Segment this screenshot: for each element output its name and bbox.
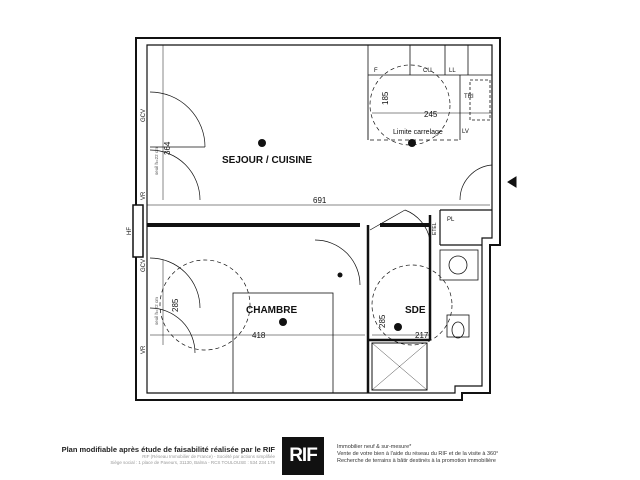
dim-sde-depth: 285: [378, 314, 387, 328]
pl-label: PL: [447, 217, 455, 223]
dim-kitchen-depth: 185: [381, 91, 390, 105]
dim-chambre-width: 418: [252, 331, 266, 340]
dim-kitchen-width: 245: [424, 110, 438, 119]
light-icon: [394, 323, 402, 331]
footer-right-line2: Vente de votre bien à l'aide du réseau d…: [337, 451, 499, 457]
tri-label: TRI: [464, 94, 474, 100]
footer-line1: RIF (Réseau Immobilier de France) - Soci…: [142, 454, 275, 459]
fridge-label: F: [374, 68, 378, 74]
footer-line2: Siège social : 1 place de Paveurs, 31130…: [110, 460, 275, 465]
footer-right: Immobilier neuf & sur-mesure* Vente de v…: [337, 444, 498, 465]
limite-carrelage-label: Limite carrelage: [393, 129, 443, 136]
seuil-label: seuil h=22 cm: [154, 297, 159, 325]
dim-sde-width: 217: [415, 331, 429, 340]
light-icon: [408, 139, 416, 147]
gcv-label: GCV: [141, 259, 147, 272]
footer-right-line1: Immobilier neuf & sur-mesure*: [337, 444, 412, 450]
light-icon: [337, 272, 343, 278]
hf-label: HF: [127, 227, 133, 235]
cooker-label: CU: [423, 68, 432, 74]
dim-chambre-depth: 285: [171, 298, 180, 312]
footer-right-line3: Recherche de terrains à bâtir destinés à…: [337, 458, 496, 464]
light-icon: [258, 139, 266, 147]
vr-label: VR: [141, 345, 147, 354]
room-label-sde: SDE: [405, 305, 426, 316]
room-label-chambre: CHAMBRE: [246, 305, 297, 316]
etel-label: ETEL: [432, 222, 438, 235]
vr-label: VR: [141, 191, 147, 200]
footer-left: Plan modifiable après étude de faisabili…: [60, 445, 275, 466]
dim-sejour-depth: 364: [163, 141, 172, 155]
rif-logo: RIF: [282, 437, 324, 475]
footer-title: Plan modifiable après étude de faisabili…: [61, 445, 275, 454]
outer-wall: [135, 37, 501, 401]
room-label-sejour: SEJOUR / CUISINE: [222, 155, 312, 166]
seuil-label: seuil h=22 cm: [154, 147, 159, 175]
gcv-label: GCV: [141, 109, 147, 122]
light-icon: [279, 318, 287, 326]
dim-total-width: 691: [313, 196, 327, 205]
washer-label: LV: [462, 129, 469, 135]
dishwasher-label: LL: [449, 68, 456, 74]
